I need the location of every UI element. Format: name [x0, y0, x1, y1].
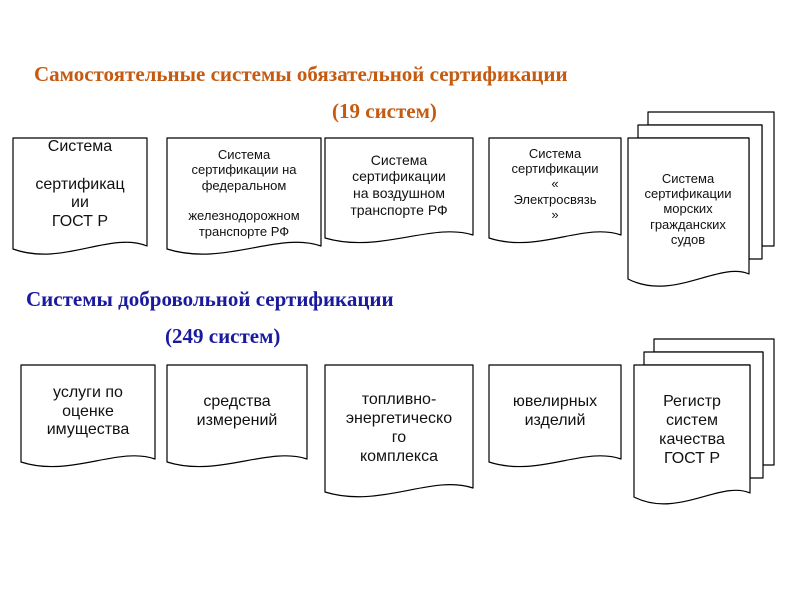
- doc-shape-railway: [166, 137, 322, 255]
- doc-shape-measurement: [166, 364, 308, 468]
- doc-label-maritime: Система сертификации морских гражданских…: [644, 170, 732, 247]
- doc-label-fuel-energy: топливно- энергетическо го комплекса: [345, 391, 453, 465]
- mandatory-title: Самостоятельные системы обязательной сер…: [34, 62, 568, 86]
- doc-shape-air: [324, 137, 474, 244]
- doc-shape-jewelry: [488, 364, 622, 468]
- doc-label-telecom: Система сертификации « Электросвязь »: [511, 145, 599, 222]
- voluntary-count: (249 систем): [165, 324, 281, 348]
- doc-label-gost-r: Система сертификац ии ГОСТ Р: [35, 137, 125, 231]
- doc-shape-gost-r: [12, 137, 148, 255]
- doc-label-air: Система сертификации на воздушном трансп…: [350, 151, 448, 218]
- doc-label-property: услуги по оценке имущества: [46, 383, 130, 439]
- doc-shape-fuel-energy: [324, 364, 474, 498]
- doc-label-measurement: средства измерений: [196, 393, 278, 429]
- doc-stack-shape-maritime: [627, 111, 775, 287]
- doc-label-jewelry: ювелирных изделий: [512, 393, 598, 429]
- doc-label-railway: Система сертификации на федеральном желе…: [188, 147, 300, 239]
- mandatory-count: (19 систем): [332, 99, 437, 123]
- doc-label-quality-register: Регистр систем качества ГОСТ Р: [659, 393, 725, 467]
- doc-shape-telecom: [488, 137, 622, 244]
- doc-shape-property: [20, 364, 156, 468]
- voluntary-title: Системы добровольной сертификации: [26, 287, 394, 311]
- doc-stack-shape-quality-register: [633, 338, 775, 505]
